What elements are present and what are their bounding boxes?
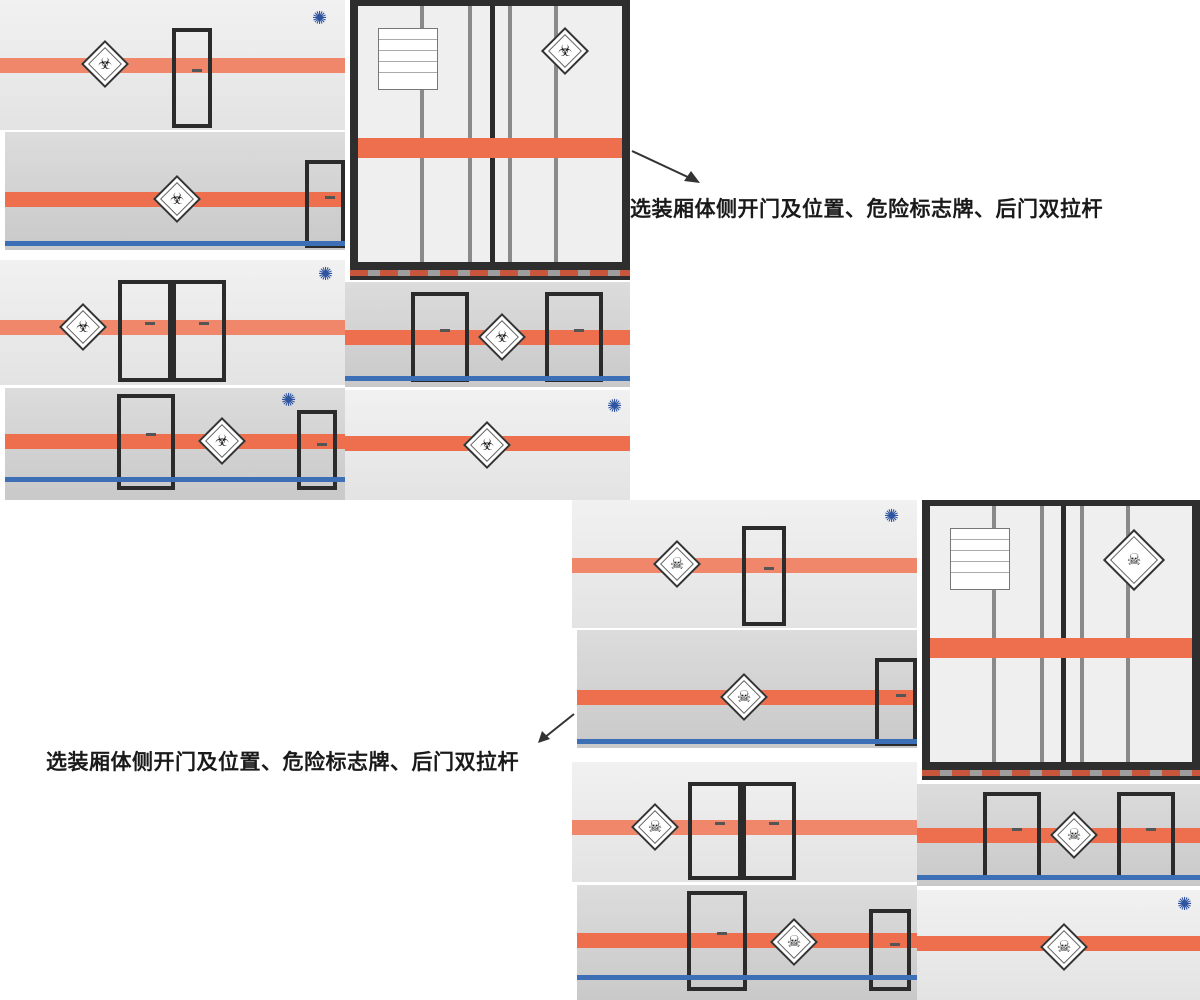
brand-logo-icon: ✺	[607, 396, 623, 417]
brand-logo-icon: ✺	[884, 506, 900, 527]
rear-bumper	[350, 270, 630, 276]
skull-toxic-sign-icon: ☠	[769, 917, 819, 967]
lower-trim	[917, 875, 1200, 880]
warning-stripe	[577, 933, 917, 948]
side-door	[1117, 792, 1175, 880]
bottom-rear-doors-panel: ☠	[922, 500, 1200, 780]
side-door	[983, 792, 1041, 880]
top-rear-doors-panel: ☣	[350, 0, 630, 280]
skull-toxic-sign-icon: ☠	[1102, 528, 1166, 592]
top-box-side-panel-5: ☣	[345, 282, 630, 387]
side-door	[411, 292, 469, 382]
top-photo-collage: ☣ ✺ ☣ ☣ ☣ ✺ ☣ ✺	[0, 0, 630, 500]
side-door	[118, 280, 172, 382]
top-box-side-panel-3: ☣ ✺	[0, 260, 345, 385]
cargo-info-plate	[378, 28, 438, 90]
bottom-box-side-panel-5: ☠	[917, 784, 1200, 886]
bottom-box-side-panel-1: ☠ ✺	[572, 500, 917, 628]
cargo-info-plate	[950, 528, 1010, 590]
top-caption-text: 选装厢体侧开门及位置、危险标志牌、后门双拉杆	[630, 197, 1103, 221]
rear-lock-rod	[1126, 506, 1130, 762]
side-door	[117, 394, 175, 490]
arrow-icon	[538, 713, 575, 743]
biohazard-sign-icon: ☣	[58, 302, 108, 352]
rear-door-split	[490, 6, 495, 262]
rear-lock-rod	[554, 6, 558, 262]
biohazard-sign-icon: ☣	[80, 39, 130, 89]
warning-stripe	[930, 638, 1192, 658]
biohazard-sign-icon: ☣	[197, 416, 247, 466]
rear-lock-rod	[992, 506, 996, 762]
biohazard-sign-icon: ☣	[540, 26, 590, 76]
brand-logo-icon: ✺	[1177, 894, 1193, 915]
lower-trim	[345, 376, 630, 381]
biohazard-sign-icon: ☣	[152, 174, 202, 224]
brand-logo-icon: ✺	[312, 8, 328, 29]
rear-lock-rod	[508, 6, 512, 262]
bottom-caption-text: 选装厢体侧开门及位置、危险标志牌、后门双拉杆	[46, 750, 519, 774]
arrow-icon	[631, 150, 700, 183]
side-door	[297, 410, 337, 490]
lower-trim	[577, 975, 917, 980]
rear-lock-rod	[468, 6, 472, 262]
side-door	[172, 280, 226, 382]
side-door	[875, 658, 917, 746]
rear-lock-rod	[1040, 506, 1044, 762]
brand-logo-icon: ✺	[281, 390, 297, 411]
skull-toxic-sign-icon: ☠	[1049, 810, 1099, 860]
side-door	[869, 909, 911, 991]
lower-trim	[5, 241, 345, 246]
rear-door-surface: ☠	[930, 506, 1192, 762]
bottom-box-side-panel-6: ☠ ✺	[917, 890, 1200, 1000]
top-box-side-panel-4: ☣ ✺	[5, 388, 345, 500]
side-door	[687, 891, 747, 991]
lower-trim	[5, 477, 345, 482]
warning-stripe	[5, 434, 345, 449]
bottom-box-side-panel-4: ☠	[577, 885, 917, 1000]
side-door	[742, 782, 796, 880]
side-door	[742, 526, 786, 626]
top-box-side-panel-6: ☣ ✺	[345, 390, 630, 500]
rear-bumper	[922, 770, 1200, 776]
warning-stripe	[358, 138, 622, 158]
skull-toxic-sign-icon: ☠	[652, 539, 702, 589]
side-door	[305, 160, 345, 248]
rear-lock-rod	[420, 6, 424, 262]
side-door	[172, 28, 212, 128]
bottom-box-side-panel-2: ☠	[577, 630, 917, 748]
brand-logo-icon: ✺	[318, 264, 334, 285]
skull-toxic-sign-icon: ☠	[719, 672, 769, 722]
bottom-box-side-panel-3: ☠	[572, 762, 917, 882]
top-box-side-panel-1: ☣ ✺	[0, 0, 345, 130]
rear-lock-rod	[1080, 506, 1084, 762]
rear-door-surface: ☣	[358, 6, 622, 262]
bottom-photo-collage: ☠ ✺ ☠ ☠ ☠ ☠	[572, 500, 1200, 1000]
rear-door-split	[1061, 506, 1066, 762]
biohazard-sign-icon: ☣	[477, 312, 527, 362]
skull-toxic-sign-icon: ☠	[630, 802, 680, 852]
biohazard-sign-icon: ☣	[462, 420, 512, 470]
top-box-side-panel-2: ☣	[5, 132, 345, 250]
side-door	[688, 782, 742, 880]
side-door	[545, 292, 603, 382]
skull-toxic-sign-icon: ☠	[1039, 922, 1089, 972]
lower-trim	[577, 739, 917, 744]
